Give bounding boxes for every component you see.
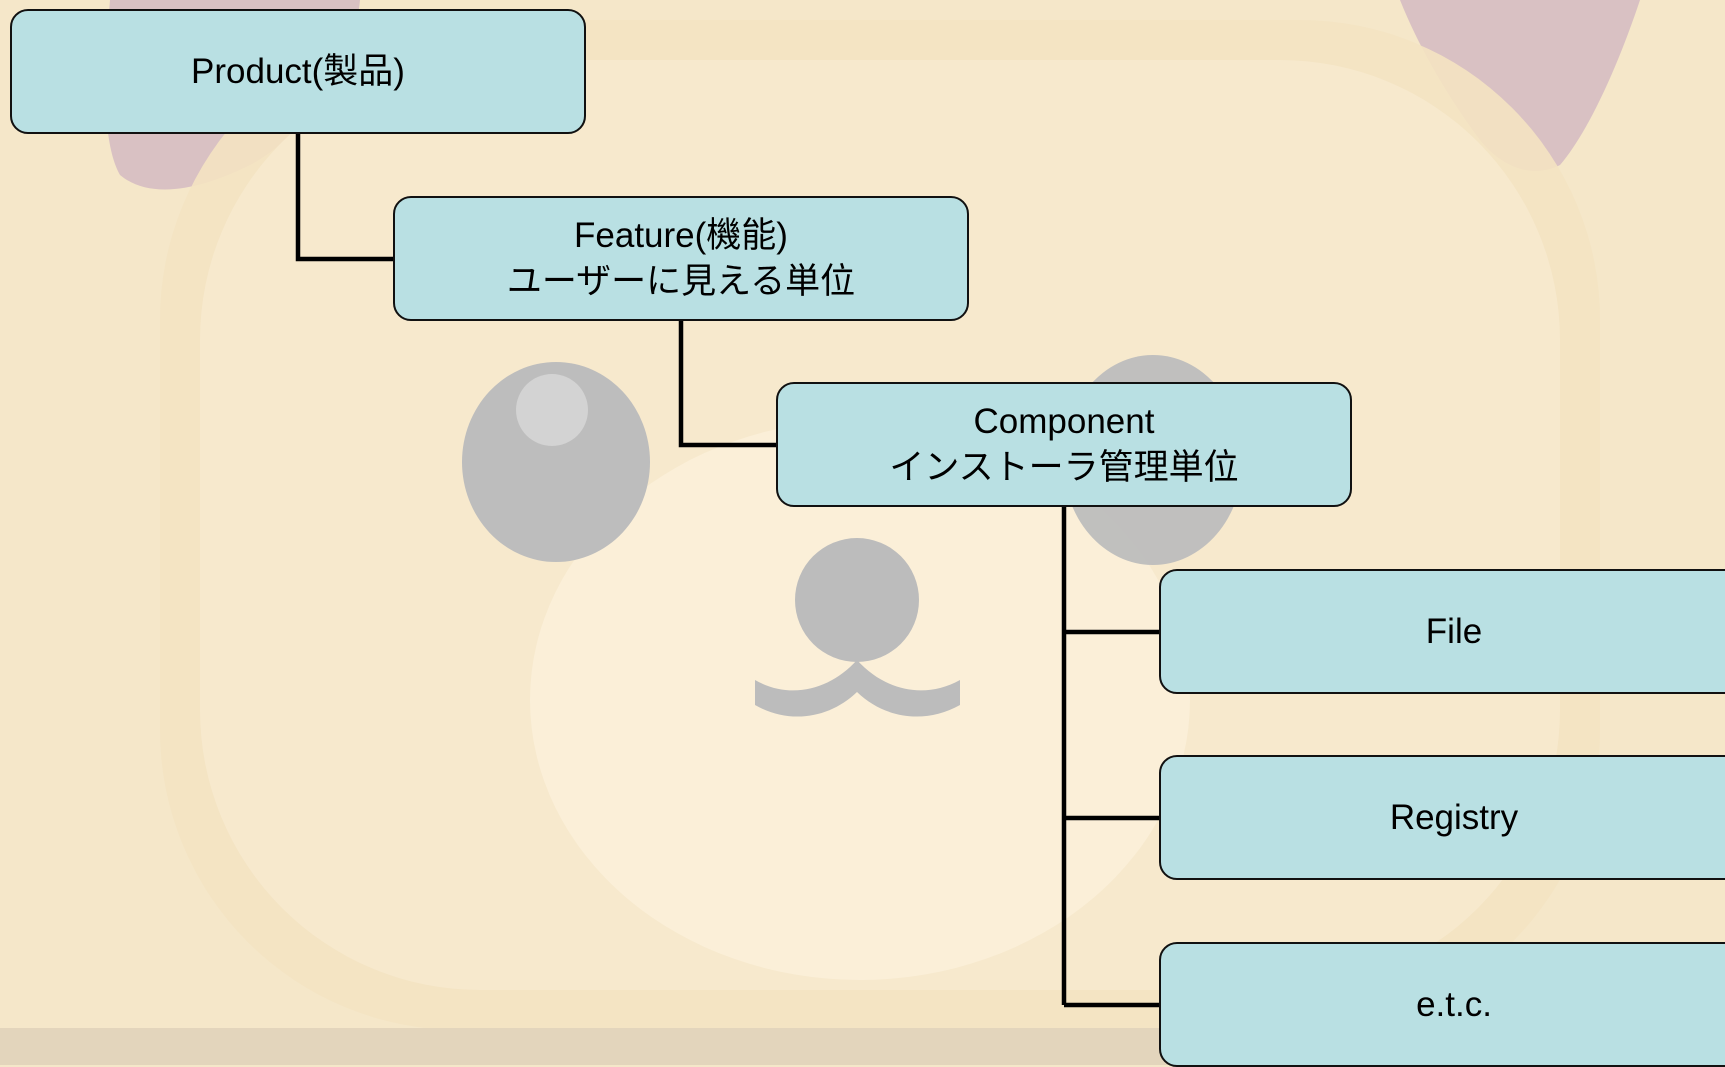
node-feature: Feature(機能) ユーザーに見える単位 [393, 196, 969, 321]
node-component-description: インストーラ管理単位 [889, 447, 1239, 487]
node-file: File [1159, 569, 1725, 694]
node-etc: e.t.c. [1159, 942, 1725, 1067]
connector-feature-component [678, 320, 776, 448]
node-component: Component インストーラ管理単位 [776, 382, 1352, 507]
node-feature-label: Feature(機能) [574, 216, 788, 255]
node-feature-description: ユーザーに見える単位 [506, 261, 856, 301]
node-registry: Registry [1159, 755, 1725, 880]
node-file-label: File [1425, 611, 1483, 651]
node-etc-label: e.t.c. [1416, 984, 1492, 1024]
node-product: Product(製品) [10, 9, 586, 134]
node-registry-label: Registry [1389, 797, 1519, 837]
connector-product-feature [295, 133, 393, 262]
node-component-label: Component [973, 402, 1155, 441]
node-product-label: Product(製品) [191, 51, 405, 91]
